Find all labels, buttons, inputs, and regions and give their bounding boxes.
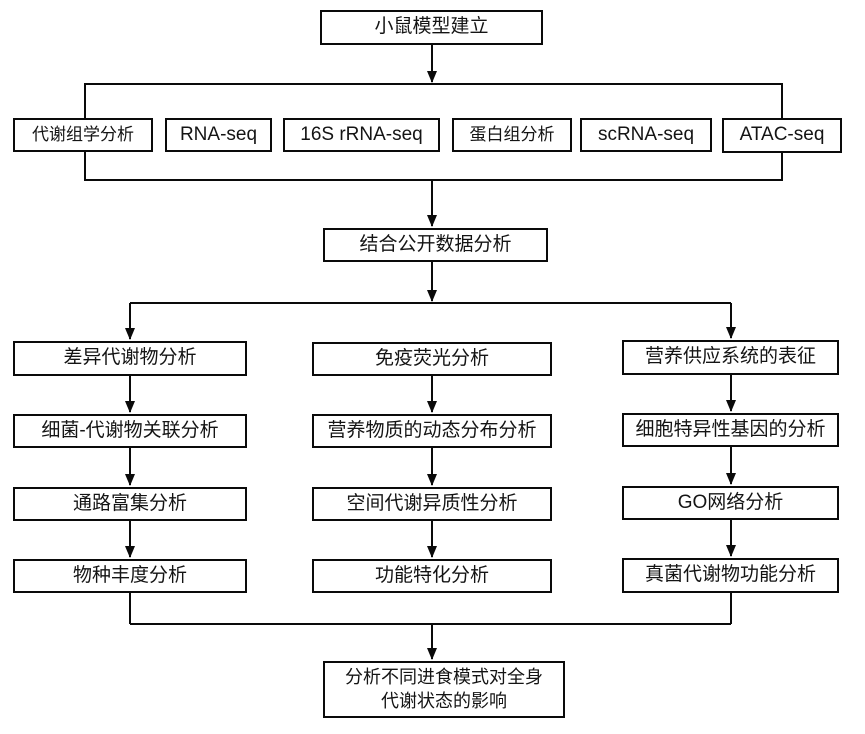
- node-cell-specific-genes: 细胞特异性基因的分析: [622, 413, 839, 447]
- node-pathway-enrichment: 通路富集分析: [13, 487, 247, 521]
- node-metabolomics: 代谢组学分析: [13, 118, 153, 152]
- node-mouse-model: 小鼠模型建立: [320, 10, 543, 45]
- node-proteomics: 蛋白组分析: [452, 118, 572, 152]
- node-immunofluorescence: 免疫荧光分析: [312, 342, 552, 376]
- node-rna-seq: RNA-seq: [165, 118, 272, 152]
- node-functional-specialization: 功能特化分析: [312, 559, 552, 593]
- node-fungal-metabolites: 真菌代谢物功能分析: [622, 558, 839, 593]
- node-public-data: 结合公开数据分析: [323, 228, 548, 262]
- node-final-conclusion: 分析不同进食模式对全身 代谢状态的影响: [323, 661, 565, 718]
- node-nutrient-supply: 营养供应系统的表征: [622, 340, 839, 375]
- node-scrna-seq: scRNA-seq: [580, 118, 712, 152]
- node-nutrient-distribution: 营养物质的动态分布分析: [312, 414, 552, 448]
- node-diff-metabolites: 差异代谢物分析: [13, 341, 247, 376]
- node-16s-rrna-seq: 16S rRNA-seq: [283, 118, 440, 152]
- node-atac-seq: ATAC-seq: [722, 118, 842, 153]
- node-species-abundance: 物种丰度分析: [13, 559, 247, 593]
- node-spatial-heterogeneity: 空间代谢异质性分析: [312, 487, 552, 521]
- node-go-network: GO网络分析: [622, 486, 839, 520]
- node-bacteria-metabolite: 细菌-代谢物关联分析: [13, 414, 247, 448]
